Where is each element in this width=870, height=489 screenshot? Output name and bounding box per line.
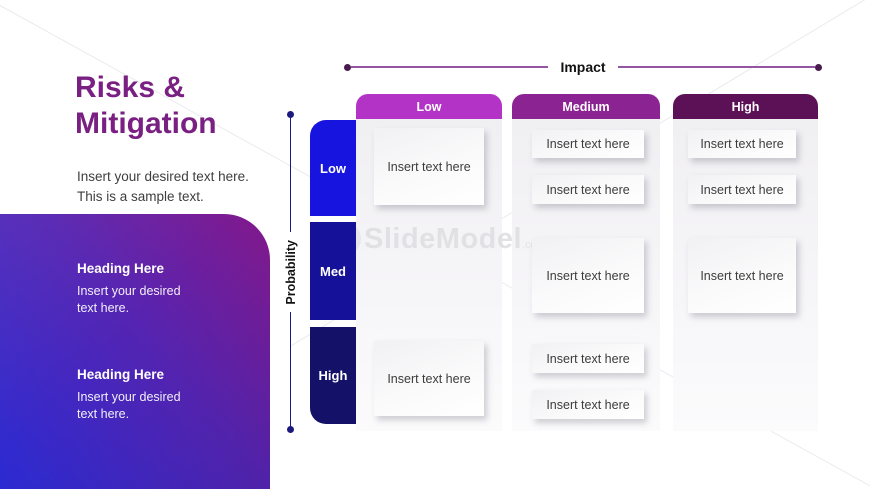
axis-endpoint-dot — [344, 63, 351, 71]
panel-item-heading: Heading Here — [77, 367, 165, 382]
probability-axis: Probability — [282, 111, 299, 433]
watermark-brand: SlideModel — [364, 222, 523, 255]
risk-card-lowprob-medimpact-2[interactable]: Insert text here — [532, 175, 644, 204]
impact-axis: Impact — [344, 58, 822, 76]
risk-card-lowprob-medimpact-1[interactable]: Insert text here — [532, 130, 644, 158]
slide-subtitle: Insert your desired text here. This is a… — [77, 169, 249, 204]
risk-card-highprob-medimpact-2[interactable]: Insert text here — [532, 390, 644, 419]
axis-line — [617, 66, 815, 68]
risk-card-highprob-lowimpact[interactable]: Insert text here — [374, 341, 484, 416]
impact-header-high: High — [673, 94, 818, 119]
axis-line — [289, 118, 292, 232]
panel-item-heading: Heading Here — [77, 261, 165, 276]
risk-card-lowprob-highimpact-2[interactable]: Insert text here — [688, 175, 796, 204]
risk-card-medprob-highimpact[interactable]: Insert text here — [688, 238, 796, 313]
slide-title: Risks & Mitigation — [75, 71, 217, 140]
panel-item: Heading Here Insert your desired text he… — [77, 261, 217, 317]
axis-endpoint-dot — [815, 63, 822, 71]
probability-label-low: Low — [310, 120, 356, 216]
axis-line — [351, 66, 549, 68]
probability-label-high: High — [310, 327, 356, 424]
axis-line — [289, 312, 292, 426]
probability-axis-label: Probability — [283, 239, 298, 305]
info-panel: Heading Here Insert your desired text he… — [0, 214, 270, 489]
axis-endpoint-dot — [287, 426, 294, 433]
impact-header-medium: Medium — [512, 94, 660, 119]
probability-label-med: Med — [310, 222, 356, 320]
panel-item: Heading Here Insert your desired text he… — [77, 367, 217, 423]
risk-card-highprob-medimpact-1[interactable]: Insert text here — [532, 344, 644, 373]
risk-card-lowprob-lowimpact[interactable]: Insert text here — [374, 128, 484, 205]
axis-endpoint-dot — [287, 111, 294, 118]
panel-item-text: Insert your desired text here. — [77, 390, 181, 421]
slidemodel-watermark: SlideModel .com — [327, 222, 546, 256]
risk-card-lowprob-highimpact-1[interactable]: Insert text here — [688, 130, 796, 158]
impact-axis-label: Impact — [560, 59, 606, 75]
panel-item-text: Insert your desired text here. — [77, 284, 181, 315]
risk-card-medprob-medimpact[interactable]: Insert text here — [532, 238, 644, 313]
impact-header-low: Low — [356, 94, 502, 119]
